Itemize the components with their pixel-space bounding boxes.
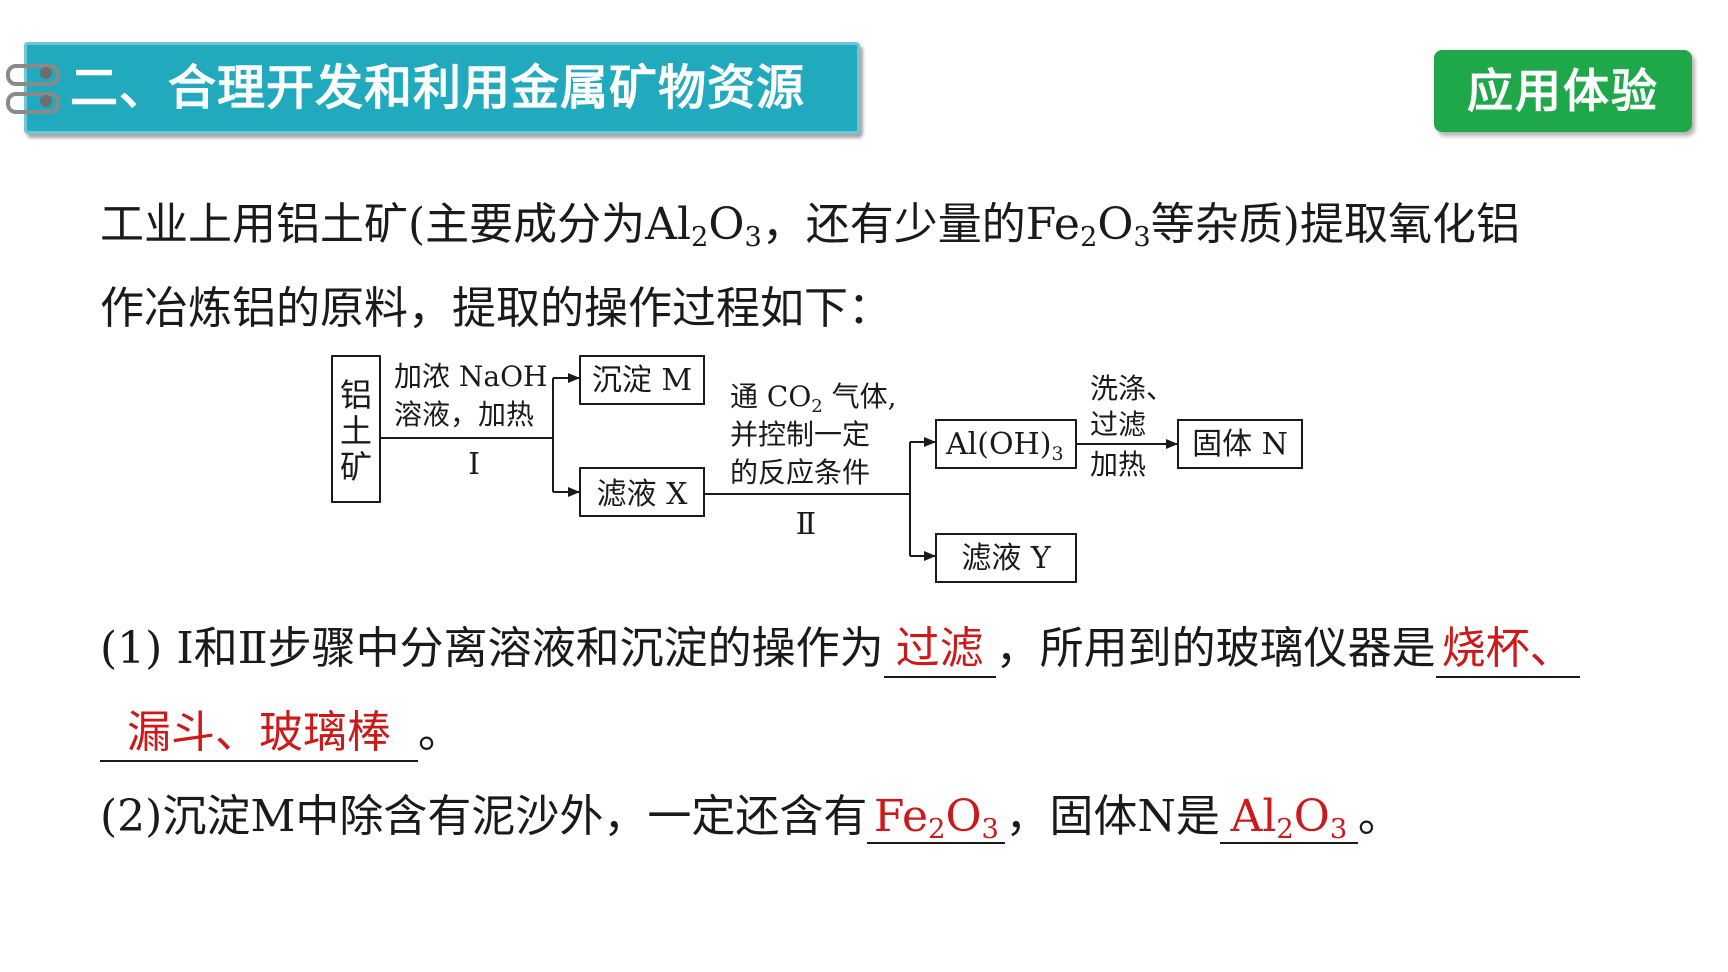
step2-condition-2: 并控制一定 bbox=[730, 418, 870, 451]
solid-n-box bbox=[1177, 419, 1303, 469]
answer-3-blank[interactable]: Fe2O3 bbox=[867, 791, 1006, 844]
answer-1-blank[interactable]: 过滤 bbox=[883, 612, 996, 678]
step3-condition-3: 加热 bbox=[1090, 448, 1146, 481]
bauxite-box bbox=[331, 355, 381, 503]
step3-condition-1: 洗涤、 bbox=[1090, 372, 1174, 405]
filtrate-x-label: 滤液 X bbox=[597, 477, 689, 512]
section-banner: 二、合理开发和利用金属矿物资源 bbox=[24, 42, 860, 134]
binder-hole-icon bbox=[40, 67, 52, 79]
filtrate-y-label: 滤液 Y bbox=[961, 541, 1052, 576]
bauxite-char-3: 矿 bbox=[340, 448, 372, 486]
section-title: 二、合理开发和利用金属矿物资源 bbox=[70, 60, 806, 116]
answer-4-blank[interactable]: Al2O3 bbox=[1219, 791, 1358, 844]
precipitate-m-box bbox=[579, 355, 705, 405]
solid-n-label: 固体 N bbox=[1192, 427, 1288, 462]
intro-line-1: 工业上用铝土矿(主要成分为Al2O3，还有少量的Fe2O3等杂质)提取氧化铝 bbox=[100, 199, 1520, 253]
intro-line-2: 作冶炼铝的原料，提取的操作过程如下： bbox=[100, 283, 892, 334]
answer-2-blank-part2[interactable]: 漏斗、玻璃棒 bbox=[100, 696, 418, 762]
application-badge: 应用体验 bbox=[1434, 50, 1692, 132]
step2-condition-1: 通 CO2 气体, bbox=[730, 380, 897, 417]
bauxite-char-2: 土 bbox=[340, 412, 372, 450]
precipitate-m-label: 沉淀 M bbox=[592, 363, 692, 398]
aloh3-label: Al(OH)3 bbox=[945, 427, 1064, 465]
question-1-line-1: (1) Ⅰ和Ⅱ步骤中分离溶液和沉淀的操作为过滤，所用到的玻璃仪器是烧杯、 bbox=[100, 612, 1580, 678]
bauxite-char-1: 铝 bbox=[340, 376, 372, 414]
step3-condition-2: 过滤 bbox=[1090, 408, 1146, 441]
step1-number: Ⅰ bbox=[468, 447, 480, 482]
question-1-line-2: 漏斗、玻璃棒。 bbox=[100, 696, 462, 762]
filtrate-y-box bbox=[935, 533, 1077, 583]
binder-ring-icon bbox=[6, 92, 60, 114]
step2-number: Ⅱ bbox=[796, 507, 816, 542]
step2-condition-3: 的反应条件 bbox=[730, 456, 870, 489]
binder-ring-icon bbox=[6, 64, 60, 86]
filtrate-x-box bbox=[579, 467, 705, 517]
step1-condition-2: 溶液，加热 bbox=[394, 398, 534, 431]
step1-condition-1: 加浓 NaOH bbox=[394, 360, 547, 393]
binder-hole-icon bbox=[40, 95, 52, 107]
answer-2-blank-part1[interactable]: 烧杯、 bbox=[1435, 612, 1580, 678]
